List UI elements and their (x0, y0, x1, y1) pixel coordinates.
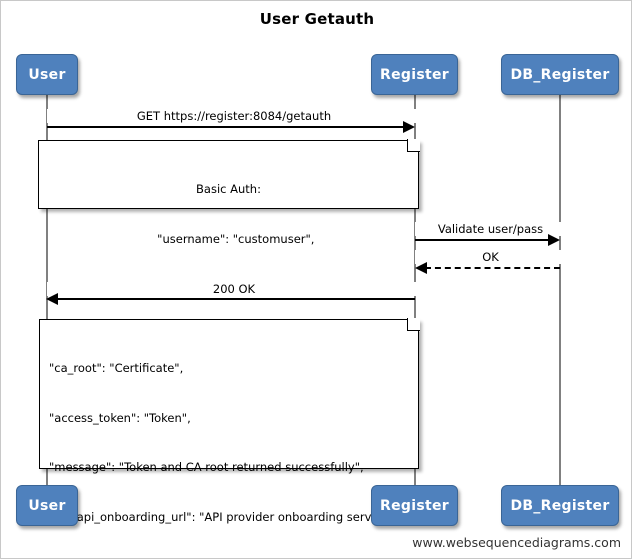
participant-label: Register (380, 497, 449, 514)
message-label-200-ok: 200 OK (47, 282, 421, 296)
message-line-validate-user-pass (415, 239, 550, 241)
watermark: www.websequencediagrams.com (412, 535, 621, 550)
note-line: "username": "customuser", (142, 231, 315, 246)
note-fold-icon (406, 139, 420, 153)
note-line: "access_token": "Token", (49, 410, 191, 425)
page-title: User Getauth (259, 10, 375, 28)
message-label-get-getauth: GET https://register:8084/getauth (47, 109, 421, 123)
participant-label: DB_Register (510, 66, 610, 83)
participant-db-register-bottom[interactable]: DB_Register (501, 485, 619, 526)
participant-register-top[interactable]: Register (371, 54, 458, 95)
note-line: "ca_root": "Certificate", (49, 361, 184, 375)
participant-user-top[interactable]: User (16, 54, 78, 95)
message-line-200-ok (57, 298, 415, 300)
note-line: Basic Auth: (196, 182, 261, 196)
participant-label: DB_Register (510, 497, 610, 514)
note-basic-auth: Basic Auth: "username": "customuser", "p… (38, 139, 420, 295)
participant-user-bottom[interactable]: User (16, 485, 78, 526)
arrowhead-left-ok (415, 262, 427, 274)
participant-label: User (28, 66, 66, 83)
participant-label: Register (380, 66, 449, 83)
participant-label: User (28, 497, 66, 514)
participant-db-register-top[interactable]: DB_Register (501, 54, 619, 95)
note-line: "message": "Token and CA root returned s… (49, 460, 364, 474)
message-line-ok (425, 267, 560, 269)
note-basic-auth-body: Basic Auth: "username": "customuser", "p… (39, 141, 418, 336)
message-line-get-getauth (47, 126, 405, 128)
note-line: "ccf_api_onboarding_url": "API provider … (49, 509, 416, 524)
note-response-payload: "ca_root": "Certificate", "access_token"… (39, 318, 420, 524)
note-response-payload-body: "ca_root": "Certificate", "access_token"… (40, 320, 418, 558)
participant-register-bottom[interactable]: Register (371, 485, 458, 526)
arrowhead-right-validate-user-pass (548, 234, 560, 246)
lifeline-db-register (559, 95, 561, 494)
arrowhead-right-get-getauth (403, 121, 415, 133)
note-fold-icon (406, 318, 420, 332)
message-label-ok: OK (415, 250, 566, 264)
message-label-validate-user-pass: Validate user/pass (415, 222, 566, 236)
arrowhead-left-200-ok (46, 293, 58, 305)
